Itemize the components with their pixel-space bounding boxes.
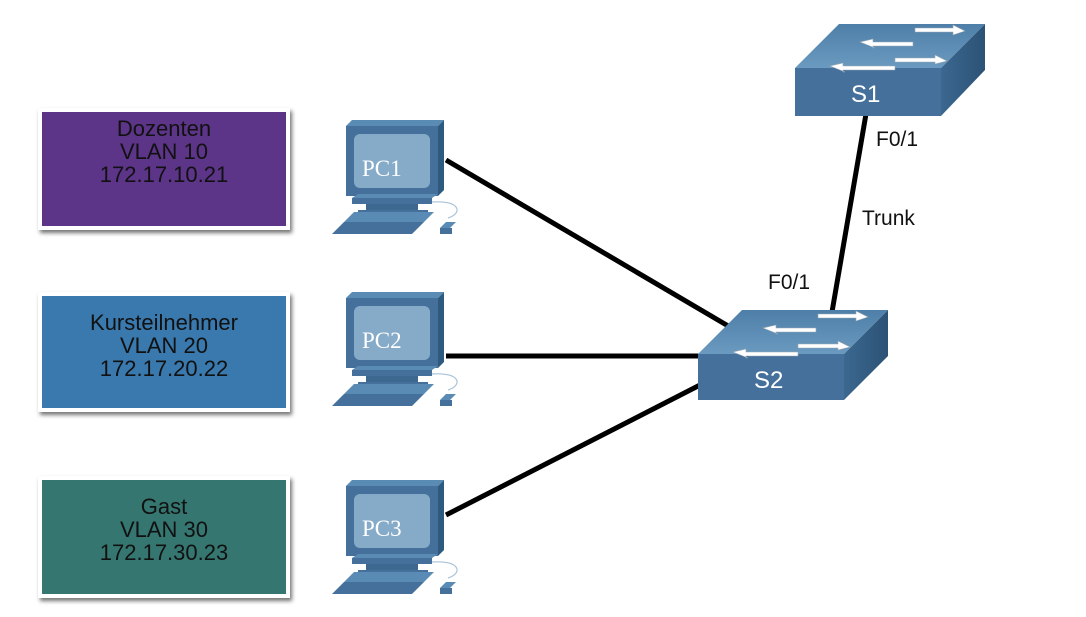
link-trunk-s1-s2 bbox=[829, 113, 869, 313]
switch-s2-icon[interactable]: S2 bbox=[698, 310, 888, 400]
vlan-box-gast: Gast VLAN 30 172.17.30.23 bbox=[38, 476, 290, 598]
pc2-icon[interactable]: PC2 bbox=[331, 291, 458, 407]
vlan-name: Dozenten bbox=[116, 116, 212, 141]
s2-port-label: F0/1 bbox=[768, 271, 811, 294]
pc1-label: PC1 bbox=[362, 156, 402, 181]
switch-s1-label: S1 bbox=[851, 81, 880, 108]
vlan-box-kursteilnehmer: Kursteilnehmer VLAN 20 172.17.20.22 bbox=[38, 292, 290, 412]
vlan-name: Kursteilnehmer bbox=[90, 310, 238, 335]
vlan-id: VLAN 20 bbox=[119, 333, 209, 358]
link-pc3-s2 bbox=[444, 382, 702, 518]
switch-s1-icon[interactable]: S1 bbox=[795, 24, 985, 116]
pc2-label: PC2 bbox=[362, 328, 402, 353]
pc3-icon[interactable]: PC3 bbox=[331, 479, 458, 595]
vlan-ip: 172.17.20.22 bbox=[99, 356, 229, 381]
pc3-label: PC3 bbox=[362, 516, 402, 541]
vlan-name: Gast bbox=[140, 494, 188, 519]
vlan-ip: 172.17.10.21 bbox=[99, 162, 229, 187]
vlan-id: VLAN 30 bbox=[119, 517, 209, 542]
trunk-label: Trunk bbox=[862, 207, 915, 230]
switch-s2-label: S2 bbox=[754, 367, 783, 394]
link-pc1-s2 bbox=[444, 157, 737, 333]
pc1-icon[interactable]: PC1 bbox=[331, 119, 458, 235]
vlan-box-dozenten: Dozenten VLAN 10 172.17.10.21 bbox=[38, 108, 290, 230]
s1-port-label: F0/1 bbox=[876, 128, 919, 151]
vlan-ip: 172.17.30.23 bbox=[99, 540, 229, 565]
vlan-id: VLAN 10 bbox=[119, 139, 209, 164]
